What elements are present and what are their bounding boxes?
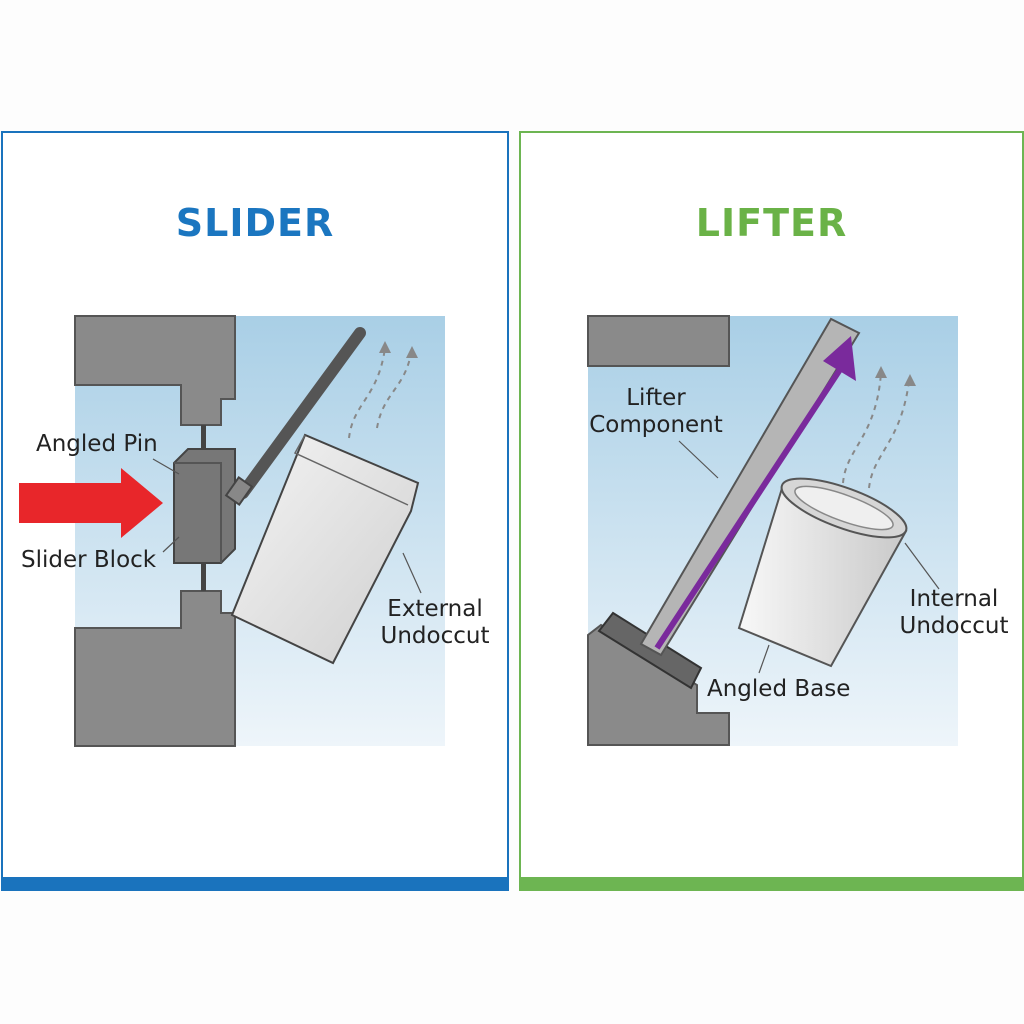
lower-guide-rod [201, 563, 206, 591]
slider-block [173, 448, 236, 564]
upper-guide-rod [201, 425, 206, 453]
internal-undercut-label-line1: Internal [909, 586, 999, 612]
dashed-motion-arrow-icon-lifter [842, 372, 910, 489]
slider-panel: SLIDER [1, 131, 509, 891]
lifter-component-label-line1: Lifter [626, 385, 686, 411]
lifter-panel: LIFTER [519, 131, 1024, 891]
angled-pin [237, 327, 366, 499]
slider-panel-accent-bar [1, 877, 509, 891]
lifter-component-label: Lifter Component [581, 385, 731, 439]
dashed-motion-arrow-icon [348, 347, 412, 439]
top-mold-block [587, 315, 730, 367]
external-undercut-label-line1: External [387, 596, 483, 622]
lifter-panel-accent-bar [519, 877, 1024, 891]
lower-mold-plate [74, 590, 236, 747]
external-undercut-label-line2: Undoccut [380, 623, 490, 649]
external-undercut-part [230, 433, 420, 665]
upper-mold-plate [74, 315, 236, 426]
slider-title: SLIDER [175, 201, 335, 245]
angled-base-label: Angled Base [707, 676, 851, 702]
external-undercut-label: External Undoccut [375, 596, 495, 650]
lifter-rod [639, 317, 861, 657]
lifter-diagram [587, 315, 958, 746]
angled-pin-label: Angled Pin [36, 431, 158, 457]
pin-bushing [224, 476, 254, 506]
internal-undercut-label-line2: Undoccut [899, 613, 1009, 639]
slider-diagram [19, 315, 445, 747]
internal-undercut-label: Internal Undoccut [889, 586, 1019, 640]
push-arrow-icon [19, 468, 163, 538]
lift-arrow-shaft [654, 366, 844, 650]
lifter-title: LIFTER [695, 201, 848, 245]
lifter-component-label-line2: Component [589, 412, 723, 438]
slider-block-label: Slider Block [21, 547, 157, 573]
lift-arrow-icon [823, 336, 856, 381]
angled-base [587, 623, 730, 746]
lifter-foot [597, 611, 703, 690]
